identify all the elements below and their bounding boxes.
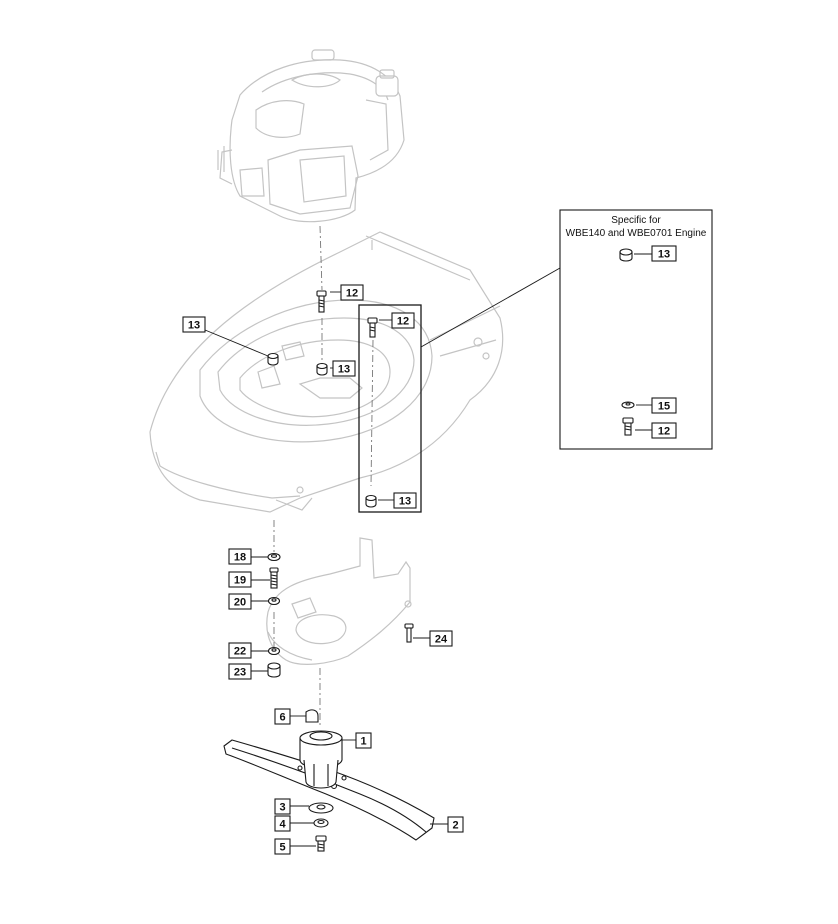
- washer-20: [267, 596, 281, 606]
- blade-bolt: [315, 835, 327, 852]
- washer-22: [267, 646, 281, 656]
- svg-text:19: 19: [234, 575, 246, 587]
- svg-text:13: 13: [188, 320, 200, 332]
- svg-text:13: 13: [399, 496, 411, 508]
- callout-13-inset: 13: [651, 245, 677, 262]
- svg-text:23: 23: [234, 667, 246, 679]
- baffle-illustration: [266, 537, 412, 665]
- callout-4: 4: [274, 815, 291, 832]
- callout-23: 23: [228, 663, 252, 680]
- callout-18: 18: [228, 548, 252, 565]
- svg-text:20: 20: [234, 597, 246, 609]
- inset-title-line1: Specific for: [611, 215, 661, 226]
- svg-text:1: 1: [360, 736, 366, 748]
- bolt-12-boxed: [367, 317, 378, 338]
- callout-1: 1: [355, 732, 372, 749]
- inset-title-line2: WBE140 and WBE0701 Engine: [566, 228, 707, 239]
- assembly-centerlines: [273, 225, 629, 728]
- washer-18: [267, 552, 281, 562]
- engine-specific-inset: Specific for WBE140 and WBE0701 Engine: [559, 209, 713, 450]
- callout-3: 3: [274, 798, 291, 815]
- detail-frame: [358, 304, 422, 513]
- engine-illustration: [217, 49, 405, 223]
- callout-24: 24: [429, 630, 453, 647]
- svg-text:22: 22: [234, 646, 246, 658]
- blade-adapter: [299, 730, 343, 789]
- svg-text:4: 4: [279, 819, 286, 831]
- svg-text:24: 24: [435, 634, 448, 646]
- callout-12-center: 12: [340, 284, 364, 301]
- inset-washer-15: [621, 401, 635, 409]
- svg-text:15: 15: [658, 401, 670, 413]
- callout-5: 5: [274, 838, 291, 855]
- callout-13-boxed: 13: [393, 492, 417, 509]
- svg-text:3: 3: [279, 802, 285, 814]
- callout-13-center: 13: [332, 360, 356, 377]
- callout-leaders: [204, 253, 652, 847]
- svg-text:12: 12: [658, 426, 670, 438]
- screw-24: [404, 623, 414, 643]
- callout-22: 22: [228, 642, 252, 659]
- callout-15-inset: 15: [651, 397, 677, 414]
- bolt-19: [269, 567, 279, 589]
- bolt-12-center: [316, 290, 327, 313]
- svg-text:12: 12: [346, 288, 358, 300]
- callout-13-left: 13: [182, 316, 206, 333]
- svg-text:6: 6: [279, 712, 285, 724]
- svg-text:2: 2: [452, 820, 458, 832]
- callout-12-boxed: 12: [391, 312, 415, 329]
- woodruff-key: [305, 709, 319, 723]
- callout-12-inset: 12: [651, 422, 677, 439]
- spring-washer: [313, 818, 329, 828]
- callout-6: 6: [274, 708, 291, 725]
- nut-13-center: [316, 362, 328, 376]
- mower-blade: [223, 739, 435, 841]
- inset-nut-13: [619, 248, 633, 262]
- svg-text:12: 12: [397, 316, 409, 328]
- svg-text:18: 18: [234, 552, 246, 564]
- callout-19: 19: [228, 571, 252, 588]
- callout-2: 2: [447, 816, 464, 833]
- nut-13-boxed: [365, 494, 377, 508]
- svg-text:5: 5: [279, 842, 285, 854]
- svg-text:13: 13: [658, 249, 670, 261]
- svg-text:13: 13: [338, 364, 350, 376]
- callout-20: 20: [228, 593, 252, 610]
- nut-13-left: [267, 352, 279, 366]
- nut-23: [267, 662, 281, 678]
- blade-washer: [308, 802, 334, 814]
- inset-bolt-12: [622, 417, 634, 436]
